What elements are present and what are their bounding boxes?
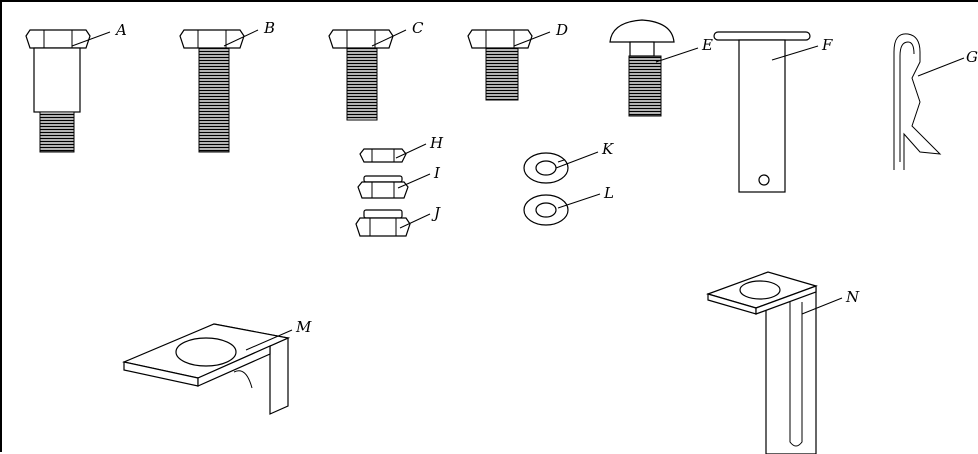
- label-f: F: [821, 36, 833, 54]
- label-d: D: [555, 21, 568, 39]
- label-k: K: [601, 140, 614, 158]
- label-a: A: [114, 21, 127, 39]
- label-j: J: [431, 204, 441, 222]
- angle-bracket-icon: [122, 323, 293, 415]
- flat-washer-icon: [523, 193, 601, 226]
- label-c: C: [412, 19, 424, 37]
- hex-bolt-icon: [328, 29, 407, 121]
- label-m: M: [295, 318, 312, 336]
- nylon-insert-nut-icon: [355, 209, 431, 237]
- label-e: E: [701, 36, 713, 54]
- label-i: I: [433, 164, 441, 182]
- label-n: N: [845, 288, 860, 306]
- label-h: H: [429, 134, 444, 152]
- lock-nut-icon: [357, 173, 431, 199]
- slotted-l-bracket-icon: [706, 271, 843, 454]
- label-b: B: [263, 19, 275, 37]
- label-l: L: [603, 184, 614, 202]
- full-thread-hex-bolt-icon: [179, 29, 259, 153]
- hitch-pin-clip-icon: [893, 33, 965, 170]
- shoulder-bolt-icon: [25, 29, 111, 153]
- clevis-pin-icon: [713, 31, 819, 193]
- label-g: G: [966, 48, 978, 66]
- jam-nut-icon: [359, 143, 427, 163]
- carriage-bolt-icon: [609, 19, 699, 117]
- short-hex-bolt-icon: [467, 29, 551, 101]
- lock-washer-icon: [523, 151, 599, 184]
